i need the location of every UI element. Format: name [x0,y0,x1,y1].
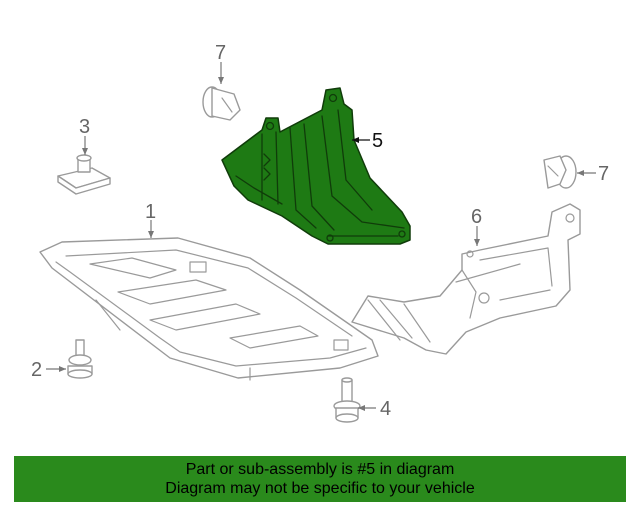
part-2-bolt [67,339,93,379]
part-3-clip-nut [57,154,111,195]
part-5-splash-shield [221,87,411,245]
part-1-under-cover [39,237,379,381]
part-7-clip-top [202,86,241,121]
callout-7-top: 7 [215,42,226,64]
part-4-bolt [333,377,361,423]
callout-2: 2 [31,359,42,381]
callout-5: 5 [372,130,383,152]
callout-1: 1 [145,201,156,223]
part-6-side-shield [351,203,581,355]
banner-line-1: Part or sub-assembly is #5 in diagram [185,461,455,478]
callout-7-right: 7 [598,163,609,185]
callout-3: 3 [79,116,90,138]
callout-4: 4 [380,398,391,420]
part-info-banner: Part or sub-assembly is #5 in diagram Di… [14,456,626,502]
banner-line-2: Diagram may not be specific to your vehi… [165,480,475,497]
part-7-clip-right [543,155,577,189]
callout-6: 6 [471,206,482,228]
